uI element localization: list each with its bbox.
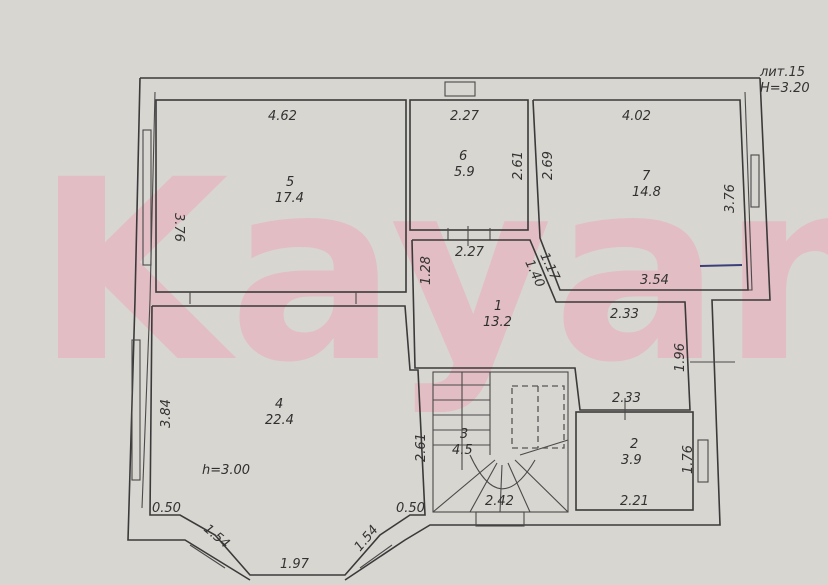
dim-r5-left: 3.76 bbox=[171, 213, 186, 242]
room-1 bbox=[411, 239, 735, 411]
dim-stair-width: 2.42 bbox=[485, 494, 514, 509]
dim-bay-left-short: 0.50 bbox=[152, 501, 181, 516]
dim-r7-right: 3.76 bbox=[723, 184, 738, 213]
room-6-number: 6 bbox=[459, 149, 467, 164]
room-2-area: 3.9 bbox=[621, 453, 642, 468]
dim-r7-left: 2.69 bbox=[541, 151, 556, 180]
outer-walls bbox=[127, 77, 771, 581]
dim-r6-bottom: 2.27 bbox=[455, 245, 485, 260]
dim-r5-top: 4.62 bbox=[268, 109, 297, 124]
dim-r6-right: 2.61 bbox=[511, 151, 526, 180]
room-3-number: 3 bbox=[460, 427, 468, 442]
room-7 bbox=[532, 99, 749, 291]
dim-bay-front: 1.97 bbox=[280, 557, 310, 572]
room-1-number: 1 bbox=[494, 299, 502, 314]
room-4-height: h=3.00 bbox=[202, 463, 250, 478]
dim-r2-bottom: 2.21 bbox=[620, 494, 649, 509]
pen-mark bbox=[699, 264, 743, 267]
sheet-height: H=3.20 bbox=[760, 81, 810, 96]
room-3-area: 4.5 bbox=[452, 443, 473, 458]
room-1-area: 13.2 bbox=[483, 315, 512, 330]
room-6 bbox=[409, 99, 529, 246]
room-6-area: 5.9 bbox=[454, 165, 475, 180]
windows bbox=[131, 81, 760, 569]
room-7-number: 7 bbox=[642, 169, 651, 184]
room-2 bbox=[575, 398, 709, 511]
dim-bay-right-short: 0.50 bbox=[396, 501, 425, 516]
dim-r7-top: 4.02 bbox=[622, 109, 651, 124]
sheet-label: лит.15 bbox=[759, 65, 805, 80]
room-5-area: 17.4 bbox=[275, 191, 304, 206]
dim-r1-mid: 2.33 bbox=[610, 307, 639, 322]
dim-bay-left-diag: 1.54 bbox=[200, 522, 232, 552]
dim-r1-left: 1.28 bbox=[419, 256, 434, 285]
dim-r4-left: 3.84 bbox=[159, 399, 174, 428]
room-3-stairs bbox=[432, 371, 569, 527]
dim-r1-right: 1.96 bbox=[673, 343, 688, 372]
room-2-number: 2 bbox=[630, 437, 638, 452]
room-4-number: 4 bbox=[275, 397, 283, 412]
room-5-number: 5 bbox=[286, 175, 294, 190]
dim-r6-top: 2.27 bbox=[450, 109, 480, 124]
dim-r7-bottom: 3.54 bbox=[640, 273, 669, 288]
room-4-area: 22.4 bbox=[265, 413, 294, 428]
room-7-area: 14.8 bbox=[632, 185, 661, 200]
room-4 bbox=[149, 305, 426, 576]
dim-r2-top: 2.33 bbox=[612, 391, 641, 406]
room-5 bbox=[155, 99, 407, 304]
dim-r4-right: 2.61 bbox=[414, 433, 429, 462]
dim-r2-right: 1.76 bbox=[681, 445, 696, 474]
